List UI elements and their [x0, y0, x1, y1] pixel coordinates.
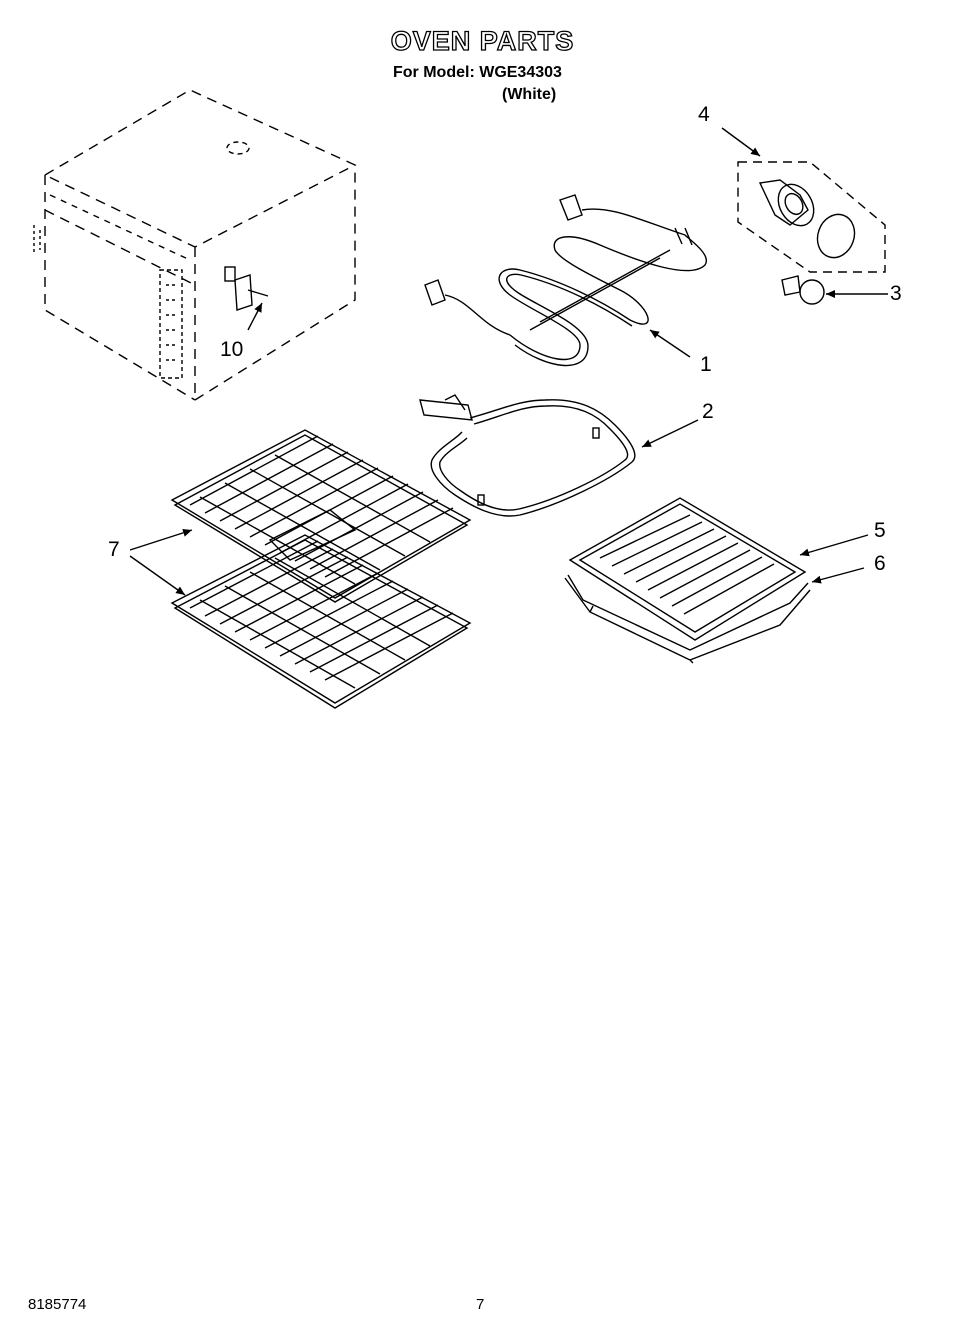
callout-leader-7a [129, 528, 193, 551]
callout-number-7: 7 [108, 538, 120, 561]
light-bulb-part [781, 275, 825, 305]
bake-element-part [419, 394, 636, 517]
oven-cavity-details [33, 141, 250, 379]
callout-leader-2 [641, 419, 699, 448]
light-socket-assembly-part [737, 161, 886, 273]
callout-leader-5 [799, 534, 869, 557]
page-title: OVEN PARTS [390, 25, 575, 56]
document-number: 8185774 [28, 1296, 87, 1313]
broiler-pan-grid-part [568, 497, 807, 641]
callout-number-1: 1 [700, 353, 712, 376]
callout-number-3: 3 [890, 282, 902, 305]
oven-rack-lower [170, 534, 472, 709]
broil-element-part [424, 194, 708, 367]
oven-rack-upper [170, 429, 472, 603]
callout-number-10: 10 [220, 338, 244, 361]
callout-leader-6 [811, 567, 865, 584]
sensor-part [224, 266, 269, 311]
callout-leader-4 [721, 127, 761, 157]
page-number: 7 [476, 1296, 485, 1313]
broiler-pan-part [564, 574, 811, 664]
callout-number-4: 4 [698, 103, 710, 126]
callout-number-2: 2 [702, 400, 714, 423]
callout-leader-10 [247, 302, 263, 331]
callout-leader-7b [129, 555, 186, 596]
model-line: For Model: WGE34303 [393, 64, 562, 81]
oven-cavity-outline [43, 89, 357, 402]
callout-leader-1 [649, 329, 691, 358]
callout-number-6: 6 [874, 552, 886, 575]
model-variant: (White) [502, 86, 557, 103]
callout-number-5: 5 [874, 519, 886, 542]
